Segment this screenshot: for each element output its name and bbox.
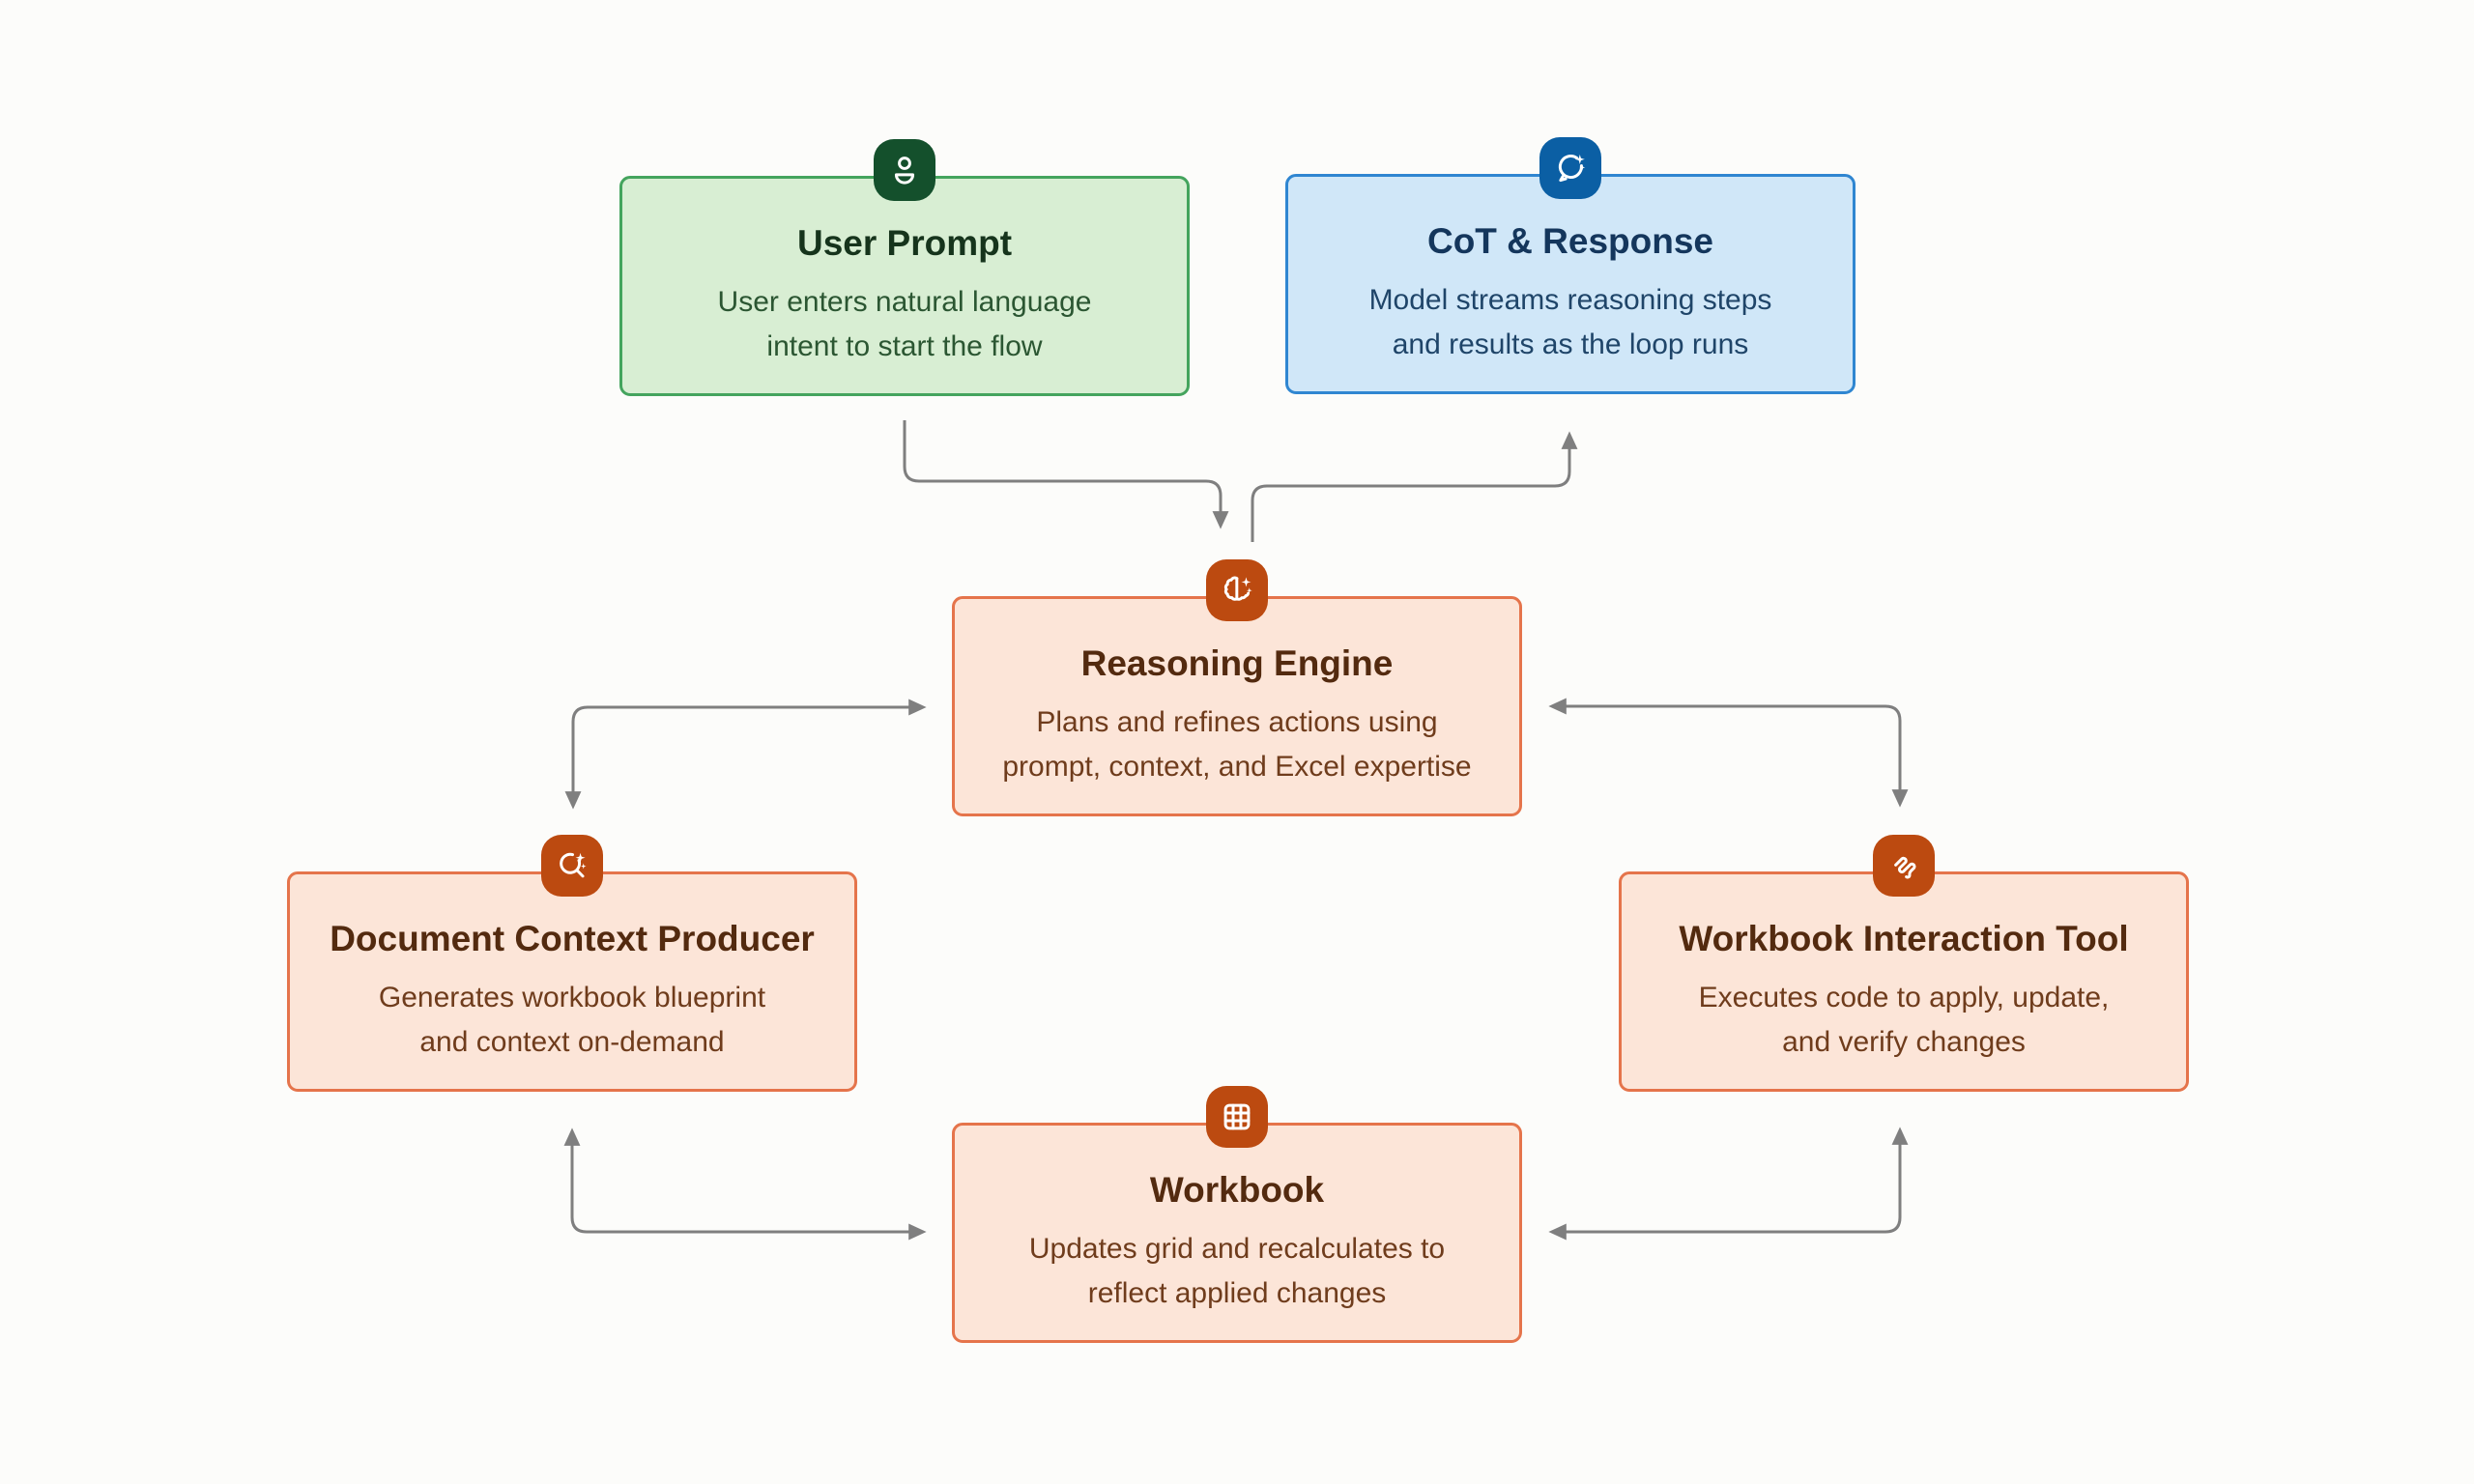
arrow-reasoning-engine-to-cot-response bbox=[1251, 431, 1578, 542]
node-title: Workbook Interaction Tool bbox=[1679, 919, 2129, 959]
brain-sparkle-icon bbox=[1206, 559, 1268, 621]
node-user-prompt: User Prompt User enters natural language… bbox=[619, 176, 1190, 396]
node-title: User Prompt bbox=[796, 223, 1013, 264]
node-title: CoT & Response bbox=[1426, 221, 1714, 262]
node-description: Generates workbook blueprint and context… bbox=[378, 981, 766, 1059]
scribble-code-icon bbox=[1873, 835, 1935, 897]
node-reasoning-engine: Reasoning Engine Plans and refines actio… bbox=[952, 596, 1522, 816]
node-description: Model streams reasoning steps and result… bbox=[1368, 283, 1772, 361]
node-title: Workbook bbox=[1149, 1170, 1325, 1211]
node-description: Executes code to apply, update, and veri… bbox=[1698, 981, 2110, 1059]
search-sparkle-icon bbox=[541, 835, 603, 897]
node-document-context-producer: Document Context Producer Generates work… bbox=[287, 871, 857, 1092]
node-workbook-interaction-tool: Workbook Interaction Tool Executes code … bbox=[1619, 871, 2189, 1092]
person-icon bbox=[874, 139, 935, 201]
arrow-workbook-document-context-producer bbox=[563, 1127, 927, 1241]
arrow-workbook-workbook-interaction-tool bbox=[1548, 1127, 1909, 1241]
chat-sparkle-icon bbox=[1539, 137, 1601, 199]
node-description: Plans and refines actions using prompt, … bbox=[1002, 705, 1472, 784]
node-description: User enters natural language intent to s… bbox=[717, 285, 1092, 363]
node-title: Document Context Producer bbox=[330, 919, 815, 959]
node-description: Updates grid and recalculates to reflect… bbox=[1028, 1232, 1446, 1310]
arrow-document-context-producer-reasoning-engine bbox=[564, 699, 927, 810]
arrow-workbook-interaction-tool-reasoning-engine bbox=[1548, 698, 1909, 808]
grid-icon bbox=[1206, 1086, 1268, 1148]
node-cot-response: CoT & Response Model streams reasoning s… bbox=[1285, 174, 1856, 394]
node-title: Reasoning Engine bbox=[1080, 643, 1394, 684]
arrow-user-prompt-to-reasoning-engine bbox=[903, 420, 1229, 529]
node-workbook: Workbook Updates grid and recalculates t… bbox=[952, 1123, 1522, 1343]
